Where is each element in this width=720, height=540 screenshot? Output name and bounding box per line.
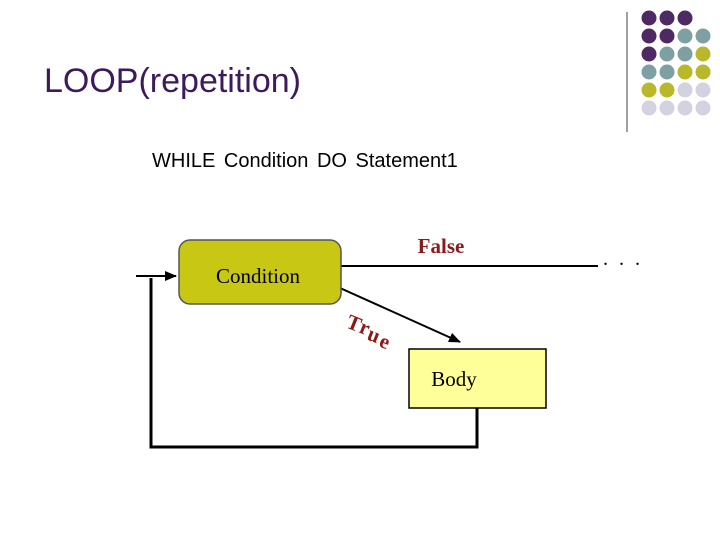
decorative-dot — [696, 65, 711, 80]
decorative-dot — [642, 65, 657, 80]
decorative-dot-grid — [642, 11, 711, 116]
decorative-dot — [678, 101, 693, 116]
decorative-dot — [642, 101, 657, 116]
decorative-dot — [696, 83, 711, 98]
decorative-dot — [660, 29, 675, 44]
false-label: False — [418, 234, 465, 258]
decorative-dot — [678, 29, 693, 44]
decorative-dot — [642, 29, 657, 44]
body-label: Body — [431, 367, 477, 391]
decorative-dot — [678, 65, 693, 80]
decorative-dot — [696, 29, 711, 44]
decorative-dot — [642, 11, 657, 26]
decorative-dot — [660, 101, 675, 116]
decorative-dot — [660, 65, 675, 80]
decorative-dot — [660, 83, 675, 98]
decorative-dot — [678, 47, 693, 62]
decorative-dot — [678, 83, 693, 98]
decorative-dot — [660, 11, 675, 26]
decorative-dot — [642, 47, 657, 62]
decorative-dot — [696, 101, 711, 116]
condition-label: Condition — [216, 264, 301, 288]
decorative-dot — [678, 11, 693, 26]
decorative-dot — [642, 83, 657, 98]
body-box — [409, 349, 546, 408]
decorative-dot — [660, 47, 675, 62]
continuation-ellipsis: . . . — [603, 248, 643, 271]
decorative-dot — [696, 47, 711, 62]
